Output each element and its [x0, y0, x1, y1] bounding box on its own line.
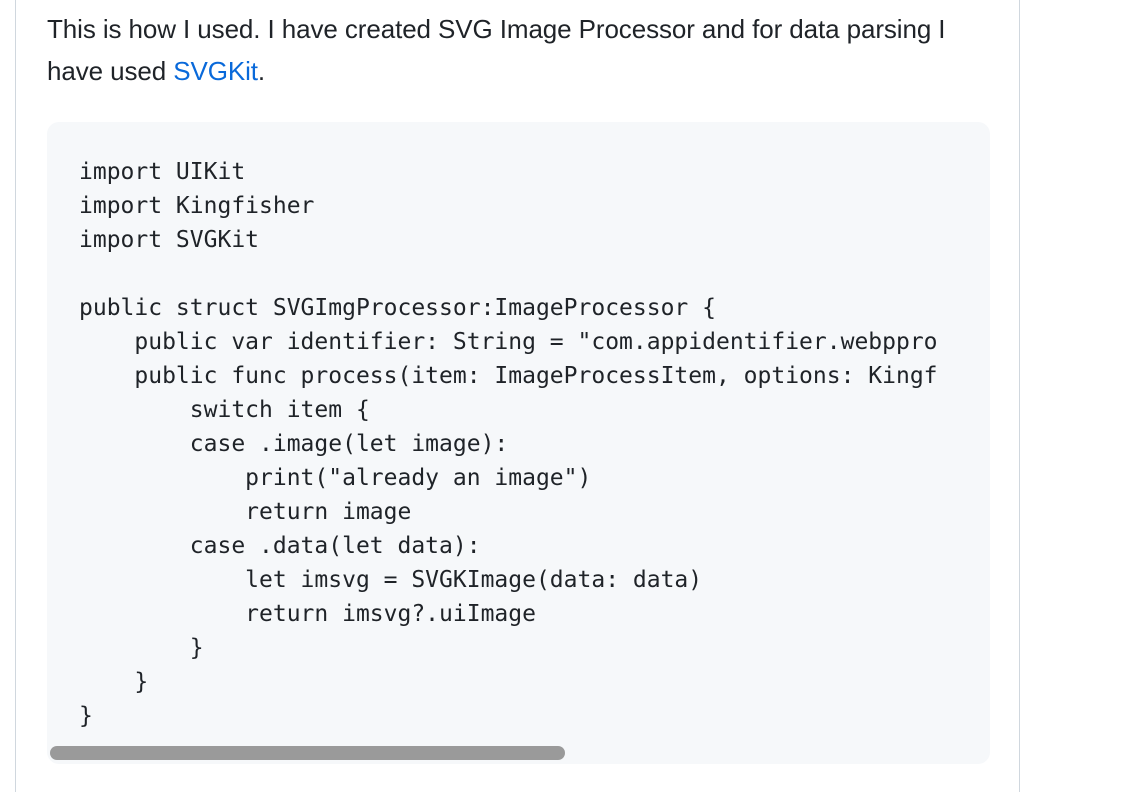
code-line-13: let imsvg = SVGKImage(data: data)	[79, 567, 703, 593]
scrollbar-thumb[interactable]	[50, 746, 565, 760]
code-line-5: public struct SVGImgProcessor:ImageProce…	[79, 295, 716, 321]
code-line-15: }	[79, 635, 204, 661]
code-line-12: case .data(let data):	[79, 533, 481, 559]
code-line-9: case .image(let image):	[79, 431, 509, 457]
code-line-3: import SVGKit	[79, 227, 260, 253]
code-block: import UIKit import Kingfisher import SVGK…	[47, 122, 990, 764]
horizontal-scrollbar[interactable]	[47, 744, 990, 764]
code-line-7: public func process(item: ImageProcessIt…	[79, 363, 938, 389]
code-line-11: return image	[79, 499, 412, 525]
code-line-2: import Kingfisher	[79, 193, 315, 219]
code-line-14: return imsvg?.uiImage	[79, 601, 536, 627]
intro-end: .	[257, 56, 265, 86]
code-viewport: import UIKit import Kingfisher import SVGK…	[47, 122, 990, 747]
intro-text: This is how I used. I have created SVG I…	[47, 14, 946, 86]
svgkit-link[interactable]: SVGKit	[173, 56, 258, 86]
code-line-10: print("already an image")	[79, 465, 592, 491]
code-line-4	[79, 257, 938, 291]
code-line-16: }	[79, 669, 149, 695]
code-line-1: import UIKit	[79, 159, 246, 185]
code-line-17: }	[79, 703, 93, 729]
code-line-6: public var identifier: String = "com.app…	[79, 329, 938, 355]
code-content: import UIKit import Kingfisher import SVGK…	[79, 155, 938, 733]
comment-intro-paragraph: This is how I used. I have created SVG I…	[47, 8, 987, 92]
code-line-8: switch item {	[79, 397, 370, 423]
